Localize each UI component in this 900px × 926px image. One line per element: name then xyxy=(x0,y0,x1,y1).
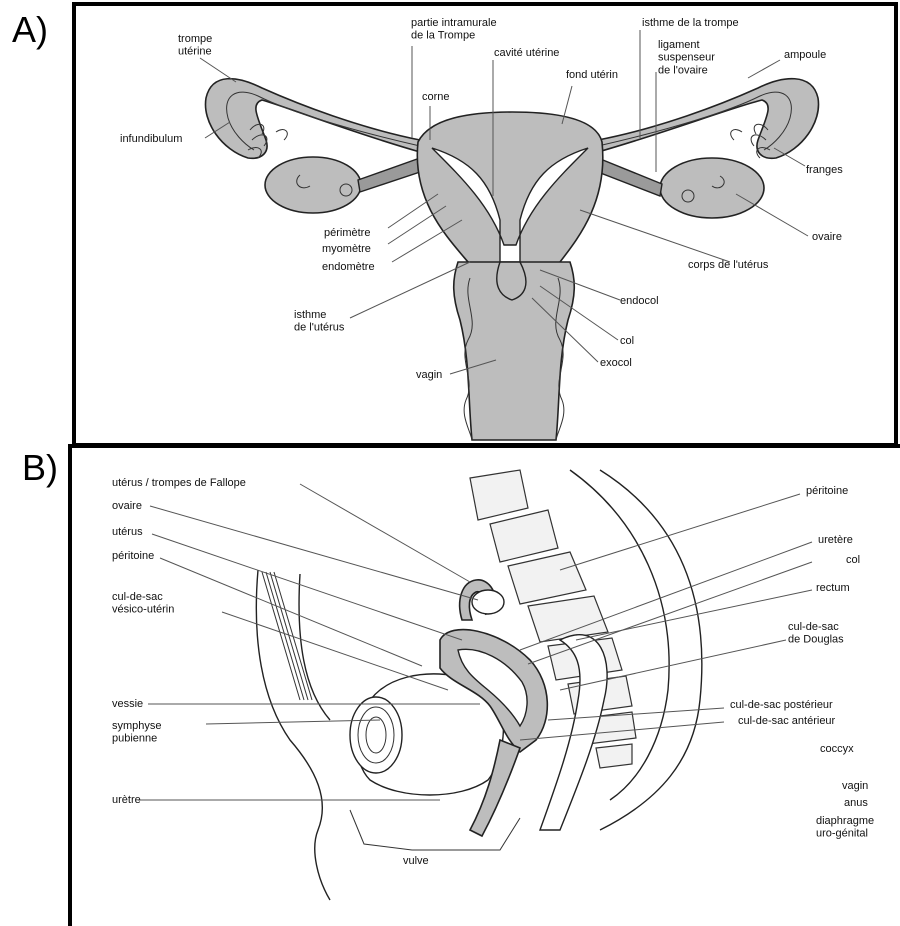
label-uterus-trompes: utérus / trompes de Fallope xyxy=(112,477,246,489)
vagina xyxy=(454,262,575,440)
label-exocol: exocol xyxy=(600,357,632,369)
label-vessie: vessie xyxy=(112,698,143,710)
label-ovaire-b: ovaire xyxy=(112,500,142,512)
label-anus: anus xyxy=(844,797,868,809)
label-coccyx: coccyx xyxy=(820,743,854,755)
right-ovary xyxy=(660,158,764,218)
label-isthme-trompe: isthme de la trompe xyxy=(642,17,739,29)
left-ovary xyxy=(265,157,361,213)
label-corps-uterus: corps de l'utérus xyxy=(688,259,769,271)
right-fallopian-tube xyxy=(598,79,819,159)
label-infundibulum: infundibulum xyxy=(120,133,182,145)
left-ovarian-ligament xyxy=(358,158,420,192)
label-ovaire-a: ovaire xyxy=(812,231,842,243)
label-uretere: uretère xyxy=(818,534,853,546)
label-col-a: col xyxy=(620,335,634,347)
panel-b-illustration: utérus / trompes de Fallope ovaire utéru… xyxy=(112,470,874,900)
ovary-sagittal xyxy=(472,590,504,614)
label-cavite-uterine: cavité utérine xyxy=(494,47,559,59)
left-fallopian-tube xyxy=(205,79,420,159)
label-vagin-a: vagin xyxy=(416,369,442,381)
label-peritoine-right: péritoine xyxy=(806,485,848,497)
label-ampoule: ampoule xyxy=(784,49,826,61)
label-perimetre: périmètre xyxy=(324,227,370,239)
label-fond-uterin: fond utérin xyxy=(566,69,618,81)
label-myometre: myomètre xyxy=(322,243,371,255)
label-vulve: vulve xyxy=(403,855,429,867)
label-cul-de-sac-anterieur: cul-de-sac antérieur xyxy=(738,715,836,727)
label-vagin-b: vagin xyxy=(842,780,868,792)
label-uretre: urètre xyxy=(112,794,141,806)
label-corne: corne xyxy=(422,91,450,103)
rectus-muscle xyxy=(262,572,312,700)
label-peritoine-left: péritoine xyxy=(112,550,154,562)
label-endometre: endomètre xyxy=(322,261,375,273)
label-rectum: rectum xyxy=(816,582,850,594)
label-uterus: utérus xyxy=(112,526,143,538)
vulva-bracket xyxy=(350,810,520,850)
label-col-b: col xyxy=(846,554,860,566)
abdominal-wall xyxy=(256,570,330,900)
right-ovarian-ligament xyxy=(598,158,662,196)
label-cul-de-sac-posterieur: cul-de-sac postérieur xyxy=(730,699,833,711)
label-franges: franges xyxy=(806,164,843,176)
label-endocol: endocol xyxy=(620,295,659,307)
